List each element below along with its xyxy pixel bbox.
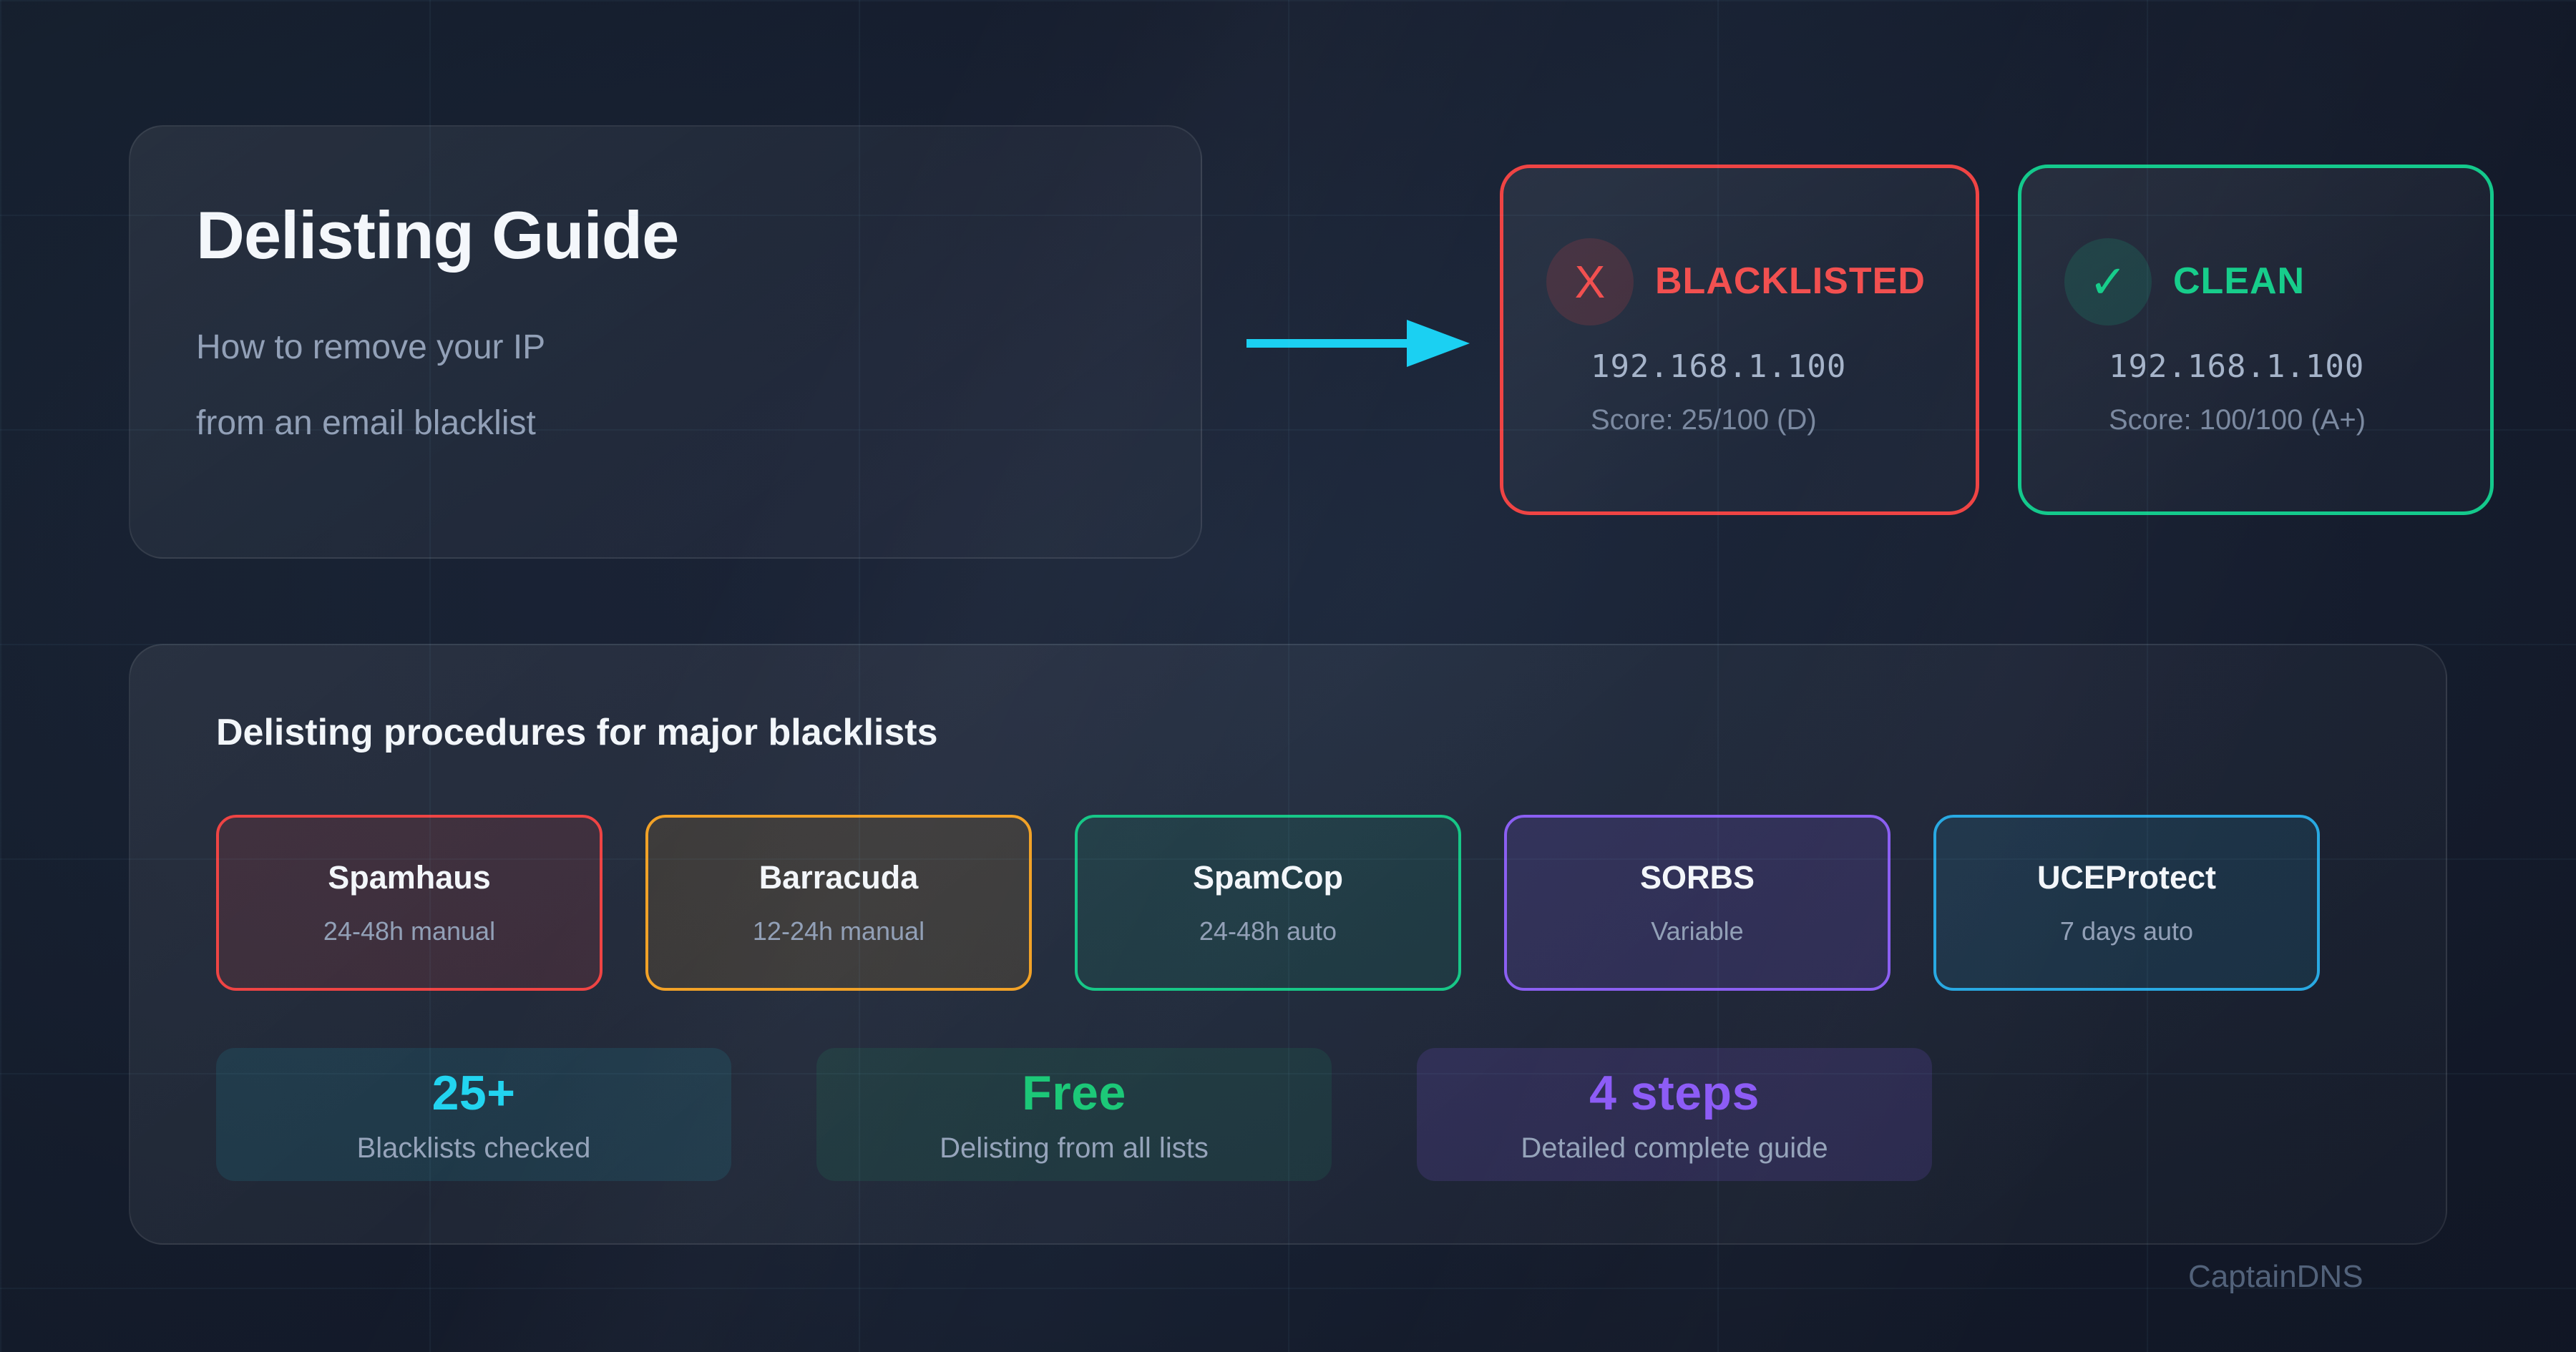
stat-chip-guide-steps: 4 steps Detailed complete guide (1417, 1048, 1932, 1181)
delisting-time: 12-24h manual (752, 916, 925, 946)
score-text: Score: 25/100 (D) (1591, 404, 1817, 436)
proc-card-sorbs: SORBS Variable (1504, 815, 1890, 991)
status-label: BLACKLISTED (1655, 260, 1926, 302)
delisting-time: 24-48h manual (323, 916, 496, 946)
status-card-blacklisted: X BLACKLISTED 192.168.1.100 Score: 25/10… (1500, 165, 1979, 515)
ip-address: 192.168.1.100 (2109, 348, 2365, 385)
subtitle-line-1: How to remove your IP (196, 328, 546, 366)
score-text: Score: 100/100 (A+) (2109, 404, 2366, 436)
stat-value: Free (1022, 1065, 1126, 1120)
proc-card-spamhaus: Spamhaus 24-48h manual (216, 815, 602, 991)
header-card: Delisting Guide How to remove your IP fr… (129, 125, 1202, 559)
blacklist-name: UCEProtect (2036, 859, 2217, 896)
check-icon: ✓ (2064, 238, 2152, 325)
x-icon: X (1546, 238, 1634, 325)
proc-card-barracuda: Barracuda 12-24h manual (645, 815, 1032, 991)
proc-card-spamcop: SpamCop 24-48h auto (1075, 815, 1461, 991)
brand-watermark: CaptainDNS (2188, 1259, 2363, 1294)
page-title: Delisting Guide (196, 197, 679, 273)
delisting-time: 7 days auto (2059, 916, 2194, 946)
status-label: CLEAN (2173, 260, 2306, 302)
stat-label: Blacklists checked (356, 1132, 591, 1164)
blacklist-name: SORBS (1639, 859, 1755, 896)
stat-label: Delisting from all lists (940, 1132, 1209, 1164)
blacklist-name: Barracuda (758, 859, 919, 896)
blacklist-name: SpamCop (1192, 859, 1343, 896)
proc-card-uceprotect: UCEProtect 7 days auto (1933, 815, 2320, 991)
stat-chip-blacklists-checked: 25+ Blacklists checked (216, 1048, 731, 1181)
procedures-panel: Delisting procedures for major blacklist… (129, 644, 2447, 1245)
subtitle-line-2: from an email blacklist (196, 404, 536, 442)
stat-label: Detailed complete guide (1521, 1132, 1828, 1164)
panel-heading: Delisting procedures for major blacklist… (216, 712, 938, 753)
blacklist-name: Spamhaus (328, 859, 491, 896)
arrow-right-icon (1246, 318, 1470, 368)
stat-value: 25+ (431, 1065, 516, 1120)
stat-chip-free-delisting: Free Delisting from all lists (816, 1048, 1332, 1181)
stat-value: 4 steps (1589, 1065, 1760, 1120)
delisting-time: 24-48h auto (1199, 916, 1337, 946)
status-card-clean: ✓ CLEAN 192.168.1.100 Score: 100/100 (A+… (2018, 165, 2494, 515)
page-subtitle: How to remove your IP from an email blac… (196, 310, 1135, 461)
blacklist-cards-row: Spamhaus 24-48h manual Barracuda 12-24h … (216, 815, 2320, 991)
ip-address: 192.168.1.100 (1591, 348, 1847, 385)
stats-row: 25+ Blacklists checked Free Delisting fr… (216, 1048, 1932, 1181)
delisting-time: Variable (1651, 916, 1744, 946)
